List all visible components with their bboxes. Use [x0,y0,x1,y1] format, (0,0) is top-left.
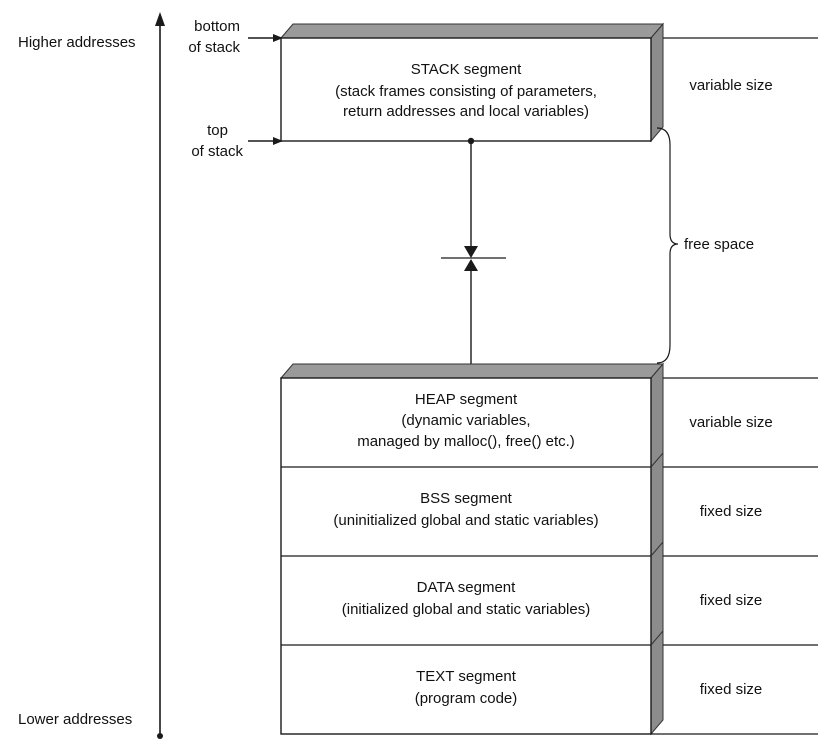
stack-segment-top-face [279,23,665,39]
higher-addresses-label: Higher addresses [18,34,136,51]
heap-segment-top-face [279,363,665,379]
stack-segment-title: STACK segment [411,61,522,78]
bottom-of-stack-label-line1: bottom [194,18,240,35]
stack-segment-desc-line2: return addresses and local variables) [343,103,589,120]
text-segment-desc: (program code) [415,690,518,707]
lower-segments-block [279,362,665,736]
top-of-stack-label-line2: of stack [191,143,243,160]
bss-segment-desc: (uninitialized global and static variabl… [333,512,598,529]
data-segment-desc: (initialized global and static variables… [342,601,590,618]
bottom-of-stack-label-line2: of stack [188,39,240,56]
free-space-label: free space [684,236,754,253]
lower-addresses-label: Lower addresses [18,711,132,728]
stack-size-label: variable size [689,77,772,94]
address-axis-base-dot [157,733,163,739]
side-tick-2 [650,541,664,557]
address-axis-arrowhead [155,12,165,26]
heap-growth-arrowhead [464,259,478,271]
text-size-label: fixed size [700,681,763,698]
side-tick-3 [650,630,664,646]
bss-segment-title: BSS segment [420,490,513,507]
heap-segment-desc-line1: (dynamic variables, [401,412,530,429]
heap-size-label: variable size [689,414,772,431]
data-segment-title: DATA segment [417,579,516,596]
stack-segment-desc-line1: (stack frames consisting of parameters, [335,83,597,100]
stack-segment: STACK segment (stack frames consisting o… [279,22,665,143]
side-tick-1 [650,452,664,468]
bss-size-label: fixed size [700,503,763,520]
free-space-brace [656,127,679,364]
top-of-stack-label-line1: top [207,122,228,139]
stack-growth-arrowhead [464,246,478,258]
heap-segment-title: HEAP segment [415,391,518,408]
data-size-label: fixed size [700,592,763,609]
heap-segment-desc-line2: managed by malloc(), free() etc.) [357,433,575,450]
text-segment-title: TEXT segment [416,668,517,685]
stack-segment-side-face [650,22,664,143]
stack-segment-front [280,37,652,142]
